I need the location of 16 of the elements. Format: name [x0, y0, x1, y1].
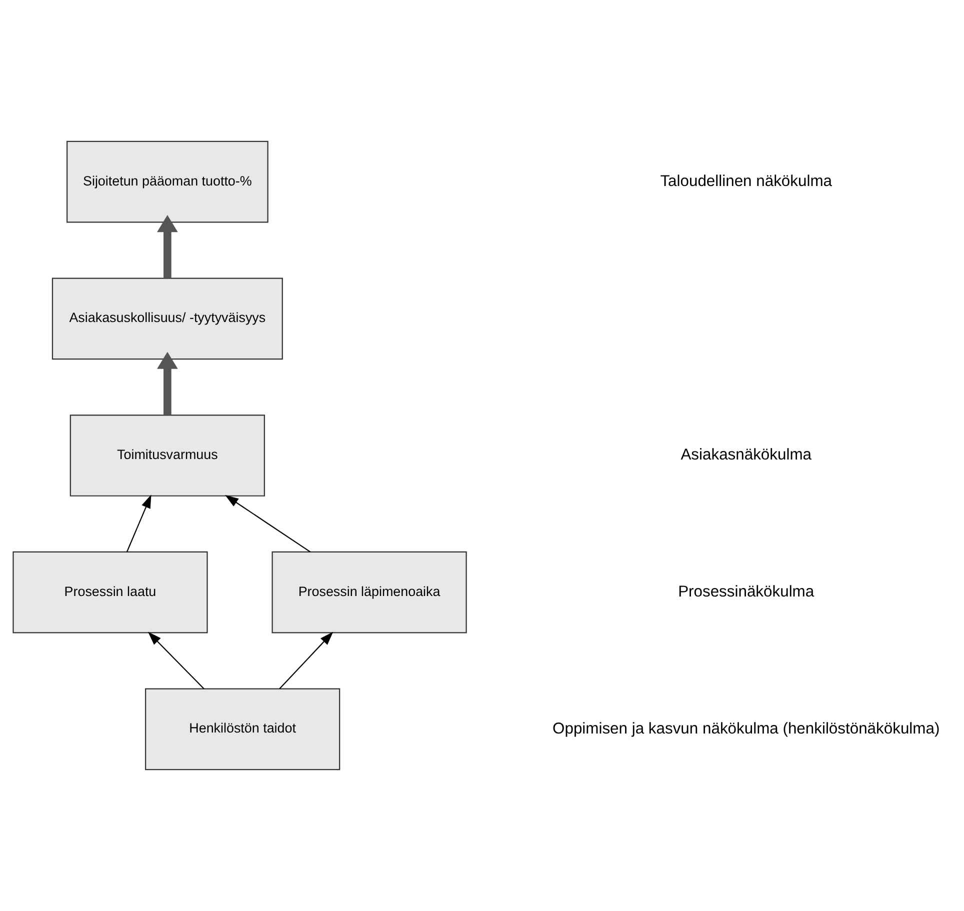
- arrow: [148, 632, 204, 690]
- label: Oppimisen ja kasvun näkökulma (henkilöstönäkökulma): [552, 720, 940, 738]
- label: Asiakasnäkökulma: [680, 446, 812, 464]
- arrow: [157, 215, 178, 278]
- node-box: Henkilöstön taidot: [145, 688, 340, 770]
- label: Taloudellinen näkökulma: [660, 173, 832, 190]
- label: Prosessinäkökulma: [678, 583, 814, 600]
- arrow: [225, 495, 311, 552]
- arrow: [157, 352, 178, 416]
- arrow: [279, 632, 334, 690]
- node-box: Prosessin läpimenoaika: [272, 551, 467, 634]
- node-box: Prosessin laatu: [12, 551, 208, 634]
- node-box: Toimitusvarmuus: [70, 414, 265, 496]
- node-box: Asiakasuskollisuus/ -tyytyväisyys: [52, 278, 283, 360]
- arrow: [126, 494, 152, 552]
- node-box: Sijoitetun pääoman tuotto-%: [66, 140, 268, 223]
